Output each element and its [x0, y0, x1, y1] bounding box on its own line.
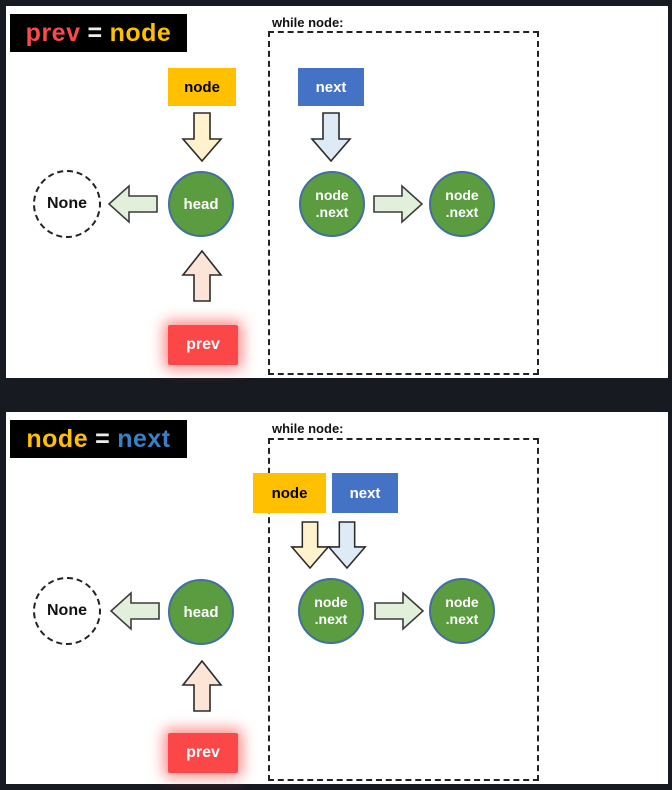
- statement-label: node = next: [10, 420, 187, 458]
- prev-pointer-box: prev: [168, 733, 238, 773]
- left-arrow-green-icon: [110, 591, 160, 631]
- up-arrow-pink-icon: [180, 660, 224, 712]
- none-node-label: None: [47, 195, 87, 212]
- while-node-label: while node:: [272, 421, 344, 436]
- up-arrow-pink-icon: [180, 250, 224, 302]
- head-node-label: head: [183, 603, 219, 621]
- node-pointer-box: node: [168, 68, 236, 106]
- prev-pointer-box: prev: [168, 325, 238, 365]
- node-next-node-1: node .next: [298, 578, 364, 644]
- statement-label: prev = node: [10, 14, 187, 52]
- node-next-line1: node: [445, 594, 479, 610]
- statement-lhs: node: [26, 424, 89, 453]
- down-arrow-blue-icon: [309, 112, 353, 162]
- next-pointer-box: next: [298, 68, 364, 106]
- down-arrow-yellow-icon: [288, 521, 332, 569]
- step-panel-node-equals-next: node = next while node: node next None h…: [6, 412, 668, 784]
- node-next-line1: node: [445, 187, 479, 203]
- left-arrow-green-icon: [108, 184, 158, 224]
- node-next-line2: .next: [314, 611, 348, 627]
- node-next-line2: .next: [315, 204, 349, 220]
- statement-equals: =: [95, 424, 111, 453]
- down-arrow-yellow-icon: [180, 112, 224, 162]
- right-arrow-green-icon: [374, 591, 424, 631]
- statement-rhs: node: [109, 18, 172, 47]
- node-next-node-2: node .next: [429, 578, 495, 644]
- right-arrow-green-icon: [373, 184, 423, 224]
- down-arrow-blue-icon: [325, 521, 369, 569]
- head-node-label: head: [183, 195, 219, 213]
- head-node: head: [168, 579, 234, 645]
- statement-equals: =: [87, 18, 103, 47]
- next-pointer-box: next: [332, 473, 398, 513]
- node-next-line2: .next: [445, 611, 479, 627]
- statement-lhs: prev: [25, 18, 81, 47]
- while-node-label: while node:: [272, 15, 344, 30]
- while-loop-dashed-box: [268, 438, 539, 781]
- while-loop-dashed-box: [268, 31, 539, 375]
- none-node-label: None: [47, 602, 87, 619]
- node-next-node-2: node .next: [429, 171, 495, 237]
- node-pointer-box: node: [253, 473, 326, 513]
- node-next-line1: node: [314, 594, 348, 610]
- head-node: head: [168, 171, 234, 237]
- step-panel-prev-equals-node: prev = node while node: node next None h…: [6, 6, 668, 378]
- node-next-node-1: node .next: [299, 171, 365, 237]
- node-next-line2: .next: [445, 204, 479, 220]
- none-node: None: [33, 577, 101, 645]
- node-next-line1: node: [315, 187, 349, 203]
- none-node: None: [33, 170, 101, 238]
- statement-rhs: next: [117, 424, 171, 453]
